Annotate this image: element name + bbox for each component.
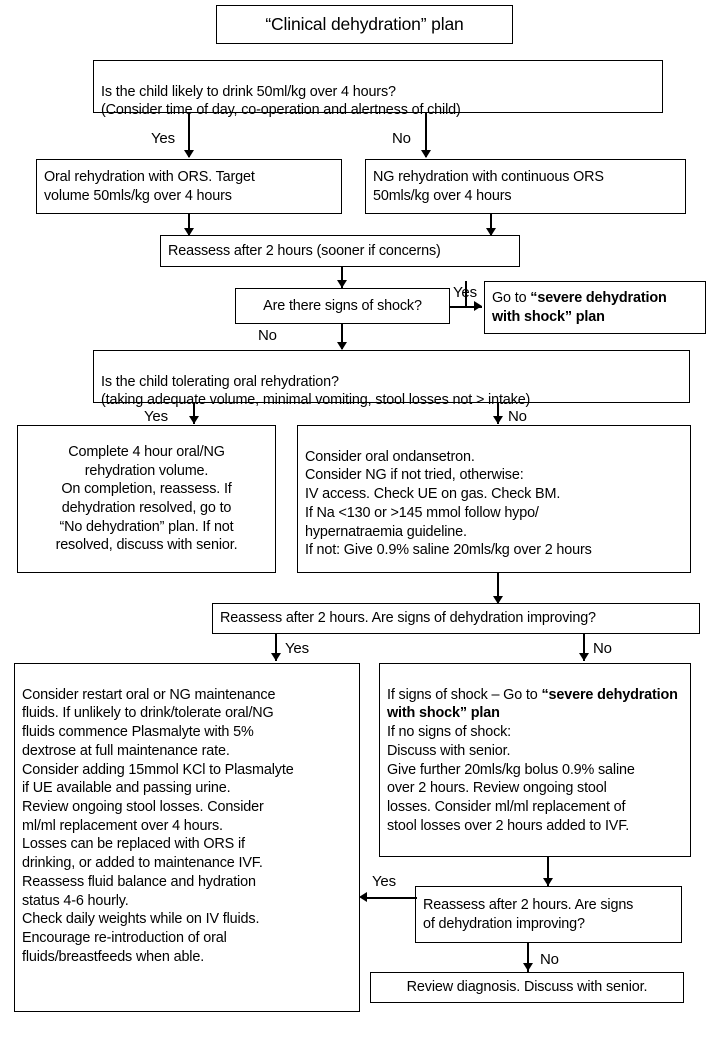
node-complete-4hour-text: Complete 4 hour oral/NG rehydration volu…	[55, 443, 238, 554]
edge-label-improving2-yes: Yes	[372, 873, 396, 890]
edge-ng-to-reassess-arrowhead	[486, 228, 496, 236]
edge-reassess-to-shock	[341, 267, 343, 289]
edge-shock-yes-arrowhead	[474, 301, 482, 311]
node-ng-rehydration: NG rehydration with continuous ORS 50mls…	[365, 159, 686, 214]
node-reassess-improving-1: Reassess after 2 hours. Are signs of deh…	[212, 603, 700, 634]
node-goto-severe-plan-text: Go to “severe dehydration with shock” pl…	[492, 289, 698, 326]
edge-reassess-to-shock-arrowhead	[337, 280, 347, 288]
edge-improving2-yes-arrowhead	[359, 892, 367, 902]
edge-shock-no-arrowhead	[337, 342, 347, 350]
node-question-tolerating: Is the child tolerating oral rehydration…	[93, 350, 690, 408]
edge-shockbranch-to-reassess2	[547, 857, 549, 886]
edge-label-drink-yes: Yes	[151, 130, 175, 147]
edge-drink-yes-arrowhead	[184, 150, 194, 158]
chart-title-text: “Clinical dehydration” plan	[265, 14, 464, 35]
node-ng-rehydration-text: NG rehydration with continuous ORS 50mls…	[373, 168, 604, 204]
edge-label-drink-no: No	[392, 130, 411, 147]
edge-shock-yes-vert	[465, 281, 467, 308]
edge-improving1-no	[583, 634, 585, 661]
edge-improving1-yes-arrowhead	[271, 653, 281, 661]
edge-oral-to-reassess-arrowhead	[184, 228, 194, 236]
goto-severe-bold: “severe dehydration with shock” plan	[492, 289, 667, 325]
edge-drink-no-arrowhead	[421, 150, 431, 158]
node-shock-branch-text: If signs of shock – Go to “severe dehydr…	[387, 687, 678, 834]
chart-title-box: “Clinical dehydration” plan	[216, 5, 513, 44]
node-oral-rehydration: Oral rehydration with ORS. Target volume…	[36, 159, 342, 214]
edge-shock-no	[341, 324, 343, 349]
node-review-diagnosis: Review diagnosis. Discuss with senior.	[370, 972, 684, 1003]
edge-ondansetron-to-reassess	[497, 573, 499, 604]
edge-tolerating-no	[497, 403, 499, 424]
edge-tolerating-no-arrowhead	[493, 416, 503, 424]
node-complete-4hour: Complete 4 hour oral/NG rehydration volu…	[17, 425, 276, 573]
node-question-shock-text: Are there signs of shock?	[263, 297, 422, 314]
node-reassess-improving-1-text: Reassess after 2 hours. Are signs of deh…	[220, 610, 596, 627]
shock-branch-prefix: If signs of shock – Go to	[387, 686, 542, 703]
node-maintenance-fluids: Consider restart oral or NG maintenance …	[14, 663, 360, 1012]
node-review-diagnosis-text: Review diagnosis. Discuss with senior.	[406, 979, 648, 996]
goto-severe-prefix: Go to	[492, 289, 531, 306]
node-reassess-improving-2: Reassess after 2 hours. Are signs of deh…	[415, 886, 682, 943]
shock-branch-rest: If no signs of shock: Discuss with senio…	[387, 724, 635, 834]
node-question-tolerating-text: Is the child tolerating oral rehydration…	[101, 373, 531, 409]
node-question-drink: Is the child likely to drink 50ml/kg ove…	[93, 60, 663, 118]
edge-label-improving2-no: No	[540, 951, 559, 968]
edge-tolerating-yes	[193, 403, 195, 424]
edge-tolerating-yes-arrowhead	[189, 416, 199, 424]
edge-shock-yes-horiz	[450, 306, 482, 308]
node-maintenance-fluids-text: Consider restart oral or NG maintenance …	[22, 686, 294, 965]
node-question-drink-text: Is the child likely to drink 50ml/kg ove…	[101, 83, 461, 119]
edge-improving2-no-arrowhead	[523, 963, 533, 971]
node-question-shock: Are there signs of shock?	[235, 288, 450, 324]
node-goto-severe-plan: Go to “severe dehydration with shock” pl…	[484, 281, 706, 334]
edge-drink-no	[425, 113, 427, 157]
edge-improving1-yes	[275, 634, 277, 661]
edge-drink-yes	[188, 113, 190, 157]
edge-shockbranch-to-reassess2-arrowhead	[543, 878, 553, 886]
edge-label-tolerating-no: No	[508, 408, 527, 425]
edge-ng-to-reassess	[490, 214, 492, 236]
edge-label-improving1-yes: Yes	[285, 640, 309, 657]
node-reassess-2h: Reassess after 2 hours (sooner if concer…	[160, 235, 520, 267]
edge-improving1-no-arrowhead	[579, 653, 589, 661]
node-oral-rehydration-text: Oral rehydration with ORS. Target volume…	[44, 168, 255, 204]
shock-branch-bold: “severe dehydration with shock” plan	[387, 686, 678, 722]
node-reassess-improving-2-text: Reassess after 2 hours. Are signs of deh…	[423, 896, 634, 932]
edge-label-tolerating-yes: Yes	[144, 408, 168, 425]
edge-label-shock-no: No	[258, 327, 277, 344]
node-reassess-2h-text: Reassess after 2 hours (sooner if concer…	[168, 242, 441, 259]
edge-label-improving1-no: No	[593, 640, 612, 657]
edge-label-shock-yes: Yes	[453, 284, 477, 301]
edge-oral-to-reassess	[188, 214, 190, 236]
node-consider-ondansetron-text: Consider oral ondansetron. Consider NG i…	[305, 448, 592, 559]
edge-improving2-yes-horiz	[362, 897, 417, 899]
edge-ondansetron-to-reassess-arrowhead	[493, 596, 503, 604]
node-shock-branch: If signs of shock – Go to “severe dehydr…	[379, 663, 691, 857]
edge-improving2-no	[527, 943, 529, 972]
node-consider-ondansetron: Consider oral ondansetron. Consider NG i…	[297, 425, 691, 573]
